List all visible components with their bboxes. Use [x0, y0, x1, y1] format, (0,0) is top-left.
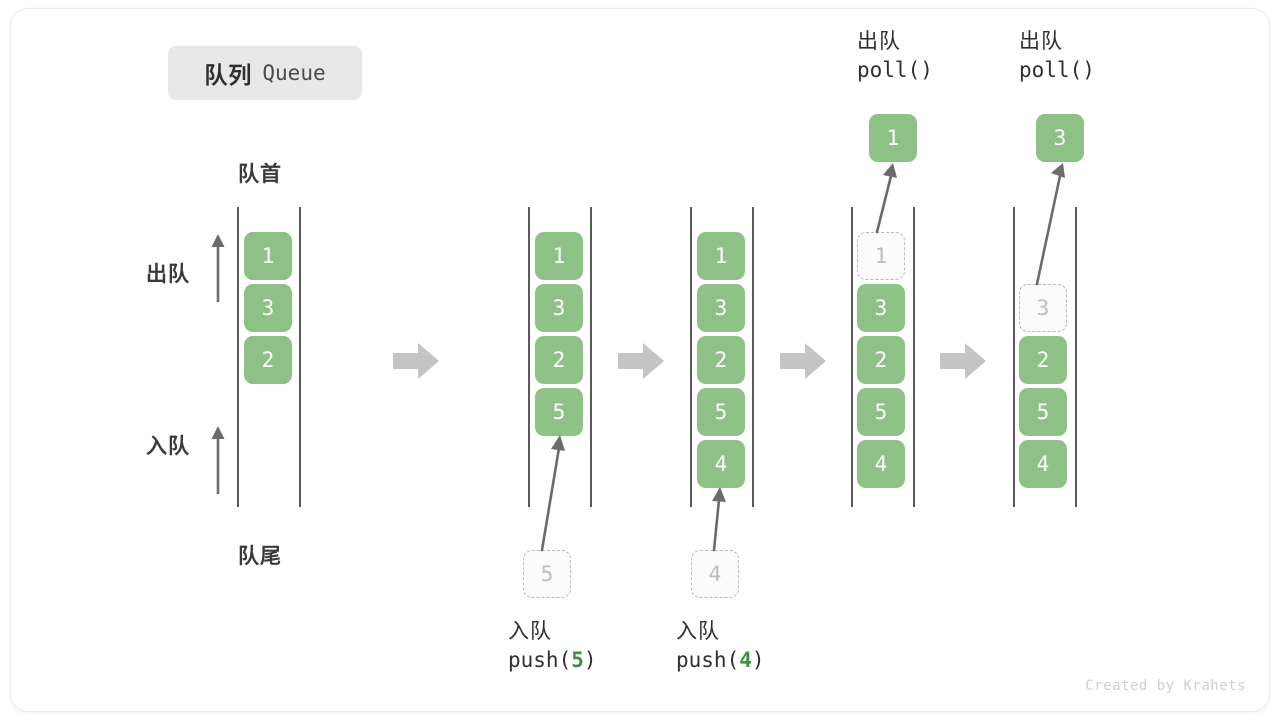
rail-left [528, 207, 530, 507]
poll-3-label-code: poll() [1019, 58, 1095, 83]
poll-1-label-code: poll() [857, 58, 933, 83]
enqueue-direction-label: 入队 [146, 435, 190, 458]
queue-front-label: 队首 [238, 163, 282, 186]
rail-left [690, 207, 692, 507]
push-5-label: 入队 push(5) [508, 618, 597, 675]
queue-cell: 2 [697, 336, 745, 384]
queue-cell: 1 [244, 232, 292, 280]
step-arrow-icon [393, 343, 439, 379]
poll-arrow-icon [875, 163, 897, 234]
poll-3-label-cn: 出队 [1019, 30, 1063, 53]
queue-tail-label: 队尾 [238, 545, 282, 568]
push-5-label-cn: 入队 [508, 620, 552, 643]
step-arrow-icon [780, 343, 826, 379]
rail-left [237, 207, 239, 507]
queue-cell: 5 [857, 388, 905, 436]
push-4-label: 入队 push(4) [676, 618, 765, 675]
queue-cell: 5 [1019, 388, 1067, 436]
push-4-fn-close: ) [751, 648, 765, 673]
queue-cell: 2 [1019, 336, 1067, 384]
queue-cell-ghost: 1 [857, 232, 905, 280]
dequeue-direction-arrow-icon [211, 234, 225, 302]
rail-left [1013, 207, 1015, 507]
push-4-arg: 4 [739, 648, 752, 673]
rail-right [913, 207, 915, 507]
step-arrow-icon [940, 343, 986, 379]
queue-cell: 4 [697, 440, 745, 488]
poll-1-label-cn: 出队 [857, 30, 901, 53]
poll-3-label: 出队 poll() [1019, 28, 1095, 85]
rail-right [299, 207, 301, 507]
queue-cell: 5 [697, 388, 745, 436]
queue-cell: 3 [857, 284, 905, 332]
poll-arrow-icon [1035, 163, 1065, 286]
incoming-ghost-cell: 5 [523, 550, 571, 598]
queue-cell: 1 [535, 232, 583, 280]
enqueue-direction-arrow-icon [211, 426, 225, 494]
queue-cell: 4 [1019, 440, 1067, 488]
title-en: Queue [262, 61, 326, 85]
outgoing-cell: 1 [869, 114, 917, 162]
push-5-arg: 5 [571, 648, 584, 673]
queue-cell: 4 [857, 440, 905, 488]
push-4-label-code: push(4) [676, 646, 765, 674]
push-4-label-cn: 入队 [676, 620, 720, 643]
queue-cell: 2 [857, 336, 905, 384]
queue-cell-ghost: 3 [1019, 284, 1067, 332]
rail-right [752, 207, 754, 507]
queue-cell: 5 [535, 388, 583, 436]
step-arrow-icon [618, 343, 664, 379]
queue-cell: 2 [535, 336, 583, 384]
queue-cell: 3 [697, 284, 745, 332]
push-5-fn: push( [508, 648, 572, 673]
push-5-fn-close: ) [583, 648, 597, 673]
incoming-ghost-cell: 4 [691, 550, 739, 598]
rail-right [1075, 207, 1077, 507]
queue-cell: 3 [535, 284, 583, 332]
queue-cell: 2 [244, 336, 292, 384]
rail-left [851, 207, 853, 507]
push-arrow-icon [712, 487, 726, 552]
title-badge: 队列 Queue [168, 46, 362, 100]
outgoing-cell: 3 [1036, 114, 1084, 162]
poll-1-label: 出队 poll() [857, 28, 933, 85]
push-4-fn: push( [676, 648, 740, 673]
push-arrow-icon [540, 435, 565, 552]
title-cn: 队列 [204, 62, 253, 88]
queue-cell: 3 [244, 284, 292, 332]
dequeue-direction-label: 出队 [146, 263, 190, 286]
rail-right [590, 207, 592, 507]
footer-credit: Created by Krahets [1085, 678, 1246, 694]
queue-cell: 1 [697, 232, 745, 280]
push-5-label-code: push(5) [508, 646, 597, 674]
